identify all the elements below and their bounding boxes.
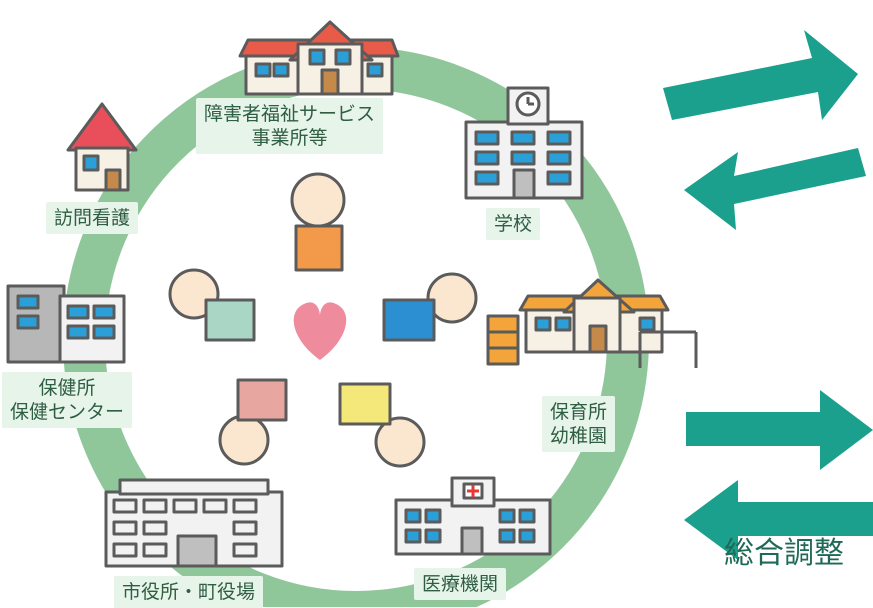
coordination-label: 総合調整 [724,536,844,571]
label-health-line2: 保健センター [10,401,125,423]
nursing-house-icon [66,102,138,192]
heart-icon [293,302,347,360]
cityhall-building-icon [104,478,284,568]
label-health: 保健所 保健センター [2,372,133,428]
arrow-left-bottom [684,480,873,560]
label-nursery: 保育所 幼稚園 [542,396,616,452]
hospital-building-icon [394,476,552,556]
label-nursery-line1: 保育所 [550,401,608,423]
children-circle-icon [168,172,478,468]
arrow-right-top [663,30,858,120]
school-building-icon [464,86,584,200]
label-cityhall: 市役所・町役場 [114,576,264,608]
label-school: 学校 [486,208,541,240]
welfare-building-icon [238,20,400,96]
label-welfare: 障害者福祉サービス 事業所等 [196,98,384,154]
label-welfare-line1: 障害者福祉サービス [204,103,376,125]
label-welfare-line2: 事業所等 [251,127,328,149]
nursery-building-icon [486,278,698,368]
label-medical: 医療機関 [414,568,507,600]
label-medical-line1: 医療機関 [422,573,499,595]
label-nursing-line1: 訪問看護 [54,207,131,229]
label-nursing: 訪問看護 [46,202,139,234]
health-center-building-icon [6,284,126,364]
label-cityhall-line1: 市役所・町役場 [122,581,256,603]
label-school-line1: 学校 [494,213,533,235]
label-health-line1: 保健所 [38,377,96,399]
arrow-right-bottom [686,390,873,470]
label-nursery-line2: 幼稚園 [550,425,608,447]
arrow-left-top [684,148,866,230]
